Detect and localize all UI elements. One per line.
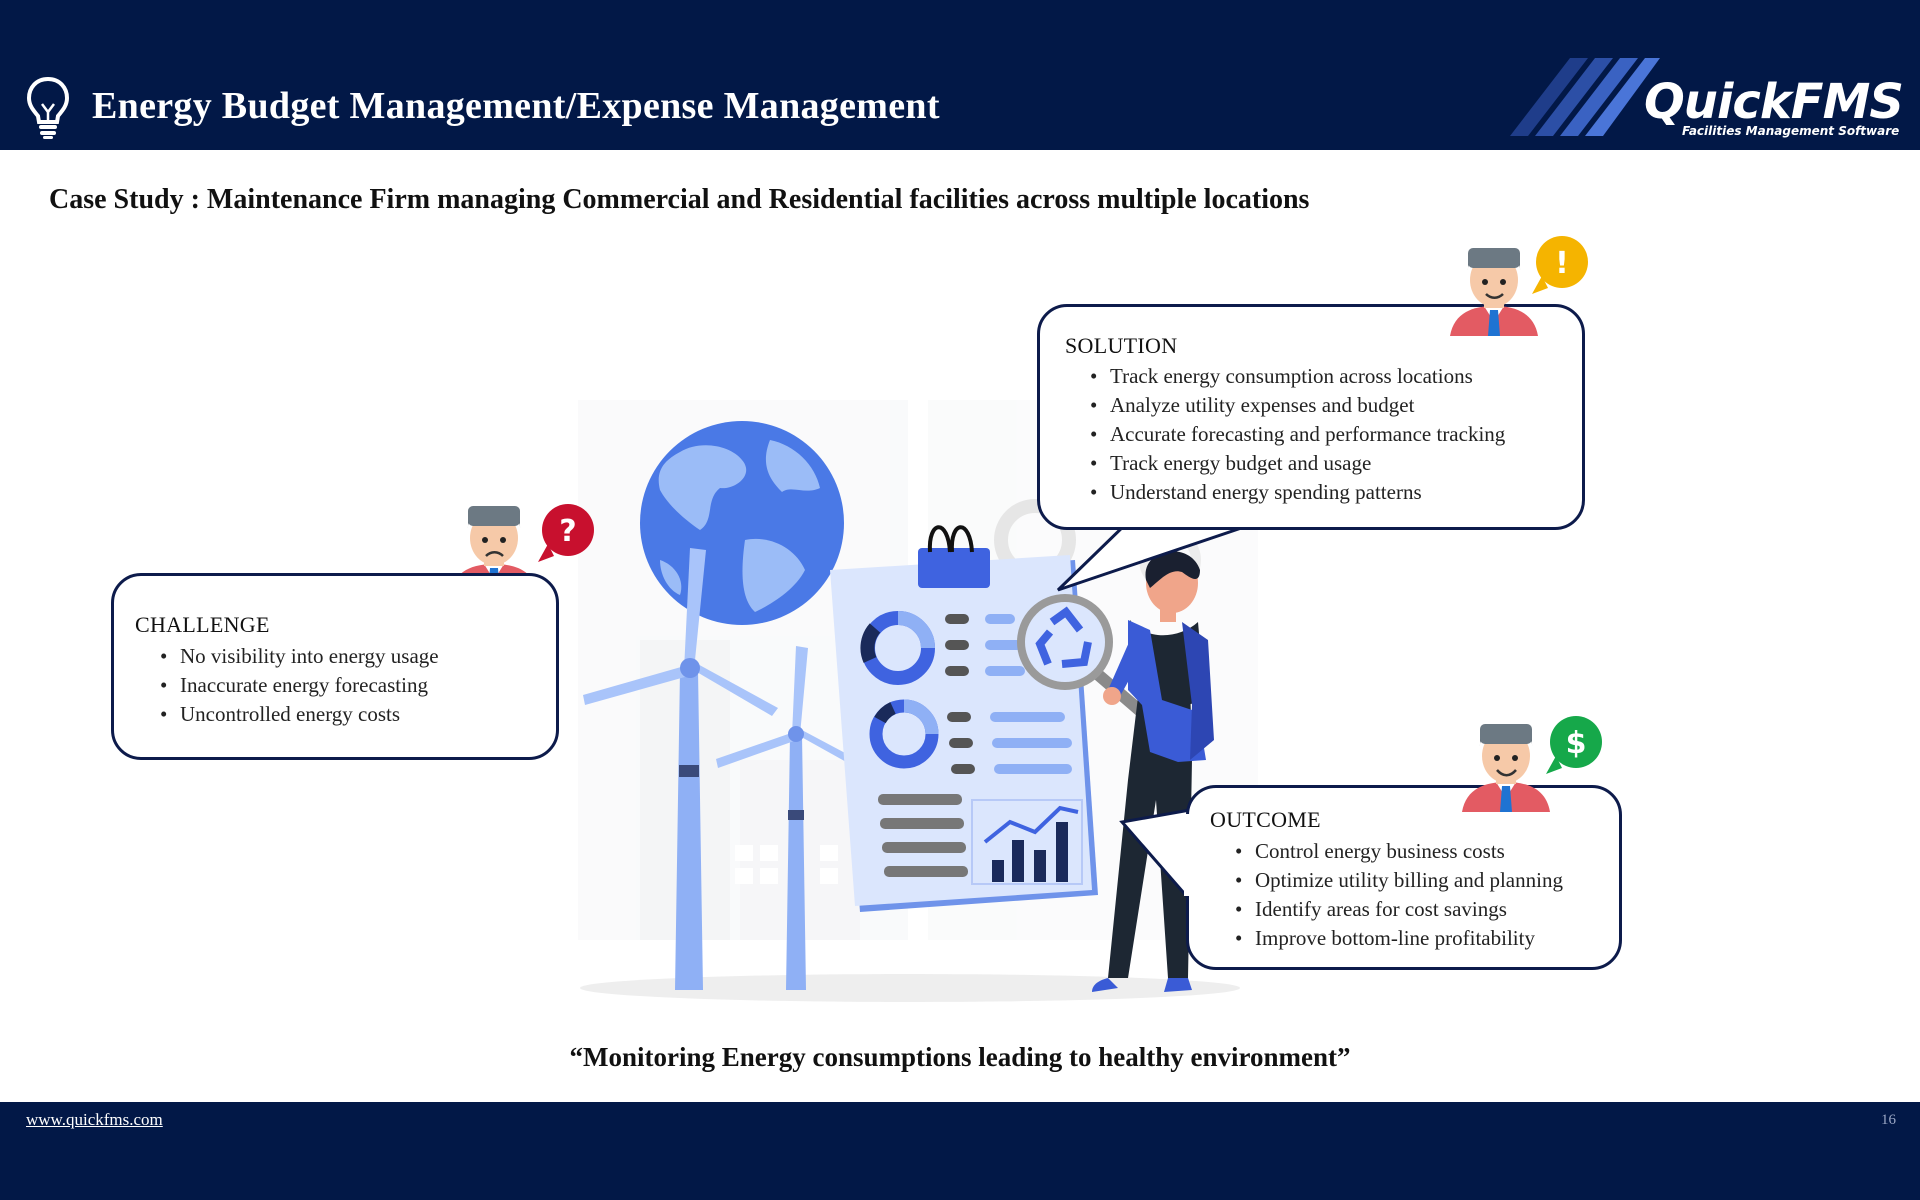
svg-text:!: !: [1555, 246, 1569, 281]
svg-text:?: ?: [559, 514, 576, 549]
closing-quote: “Monitoring Energy consumptions leading …: [569, 1042, 1351, 1072]
challenge-list: No visibility into energy usage Inaccura…: [160, 642, 439, 729]
header-bar: Energy Budget Management/Expense Managem…: [0, 0, 1920, 150]
wind-turbine-small-icon: [716, 646, 862, 990]
list-item: Track energy consumption across location…: [1090, 362, 1505, 391]
list-item: Control energy business costs: [1235, 837, 1563, 866]
logo-tagline: Facilities Management Software: [1682, 124, 1900, 138]
list-item: Accurate forecasting and performance tra…: [1090, 420, 1505, 449]
outcome-heading: OUTCOME: [1210, 807, 1321, 832]
list-item: Track energy budget and usage: [1090, 449, 1505, 478]
list-item: Inaccurate energy forecasting: [160, 671, 439, 700]
solution-heading: SOLUTION: [1065, 333, 1178, 358]
case-study-heading: Case Study : Maintenance Firm managing C…: [49, 184, 1310, 215]
solution-list: Track energy consumption across location…: [1090, 362, 1505, 507]
challenge-bubble: CHALLENGE No visibility into energy usag…: [111, 573, 559, 760]
list-item: Uncontrolled energy costs: [160, 700, 439, 729]
outcome-bubble: OUTCOME Control energy business costs Op…: [1186, 785, 1622, 970]
page-number: 16: [1881, 1112, 1896, 1128]
thinking-avatar-icon: [1450, 248, 1538, 336]
page-title: Energy Budget Management/Expense Managem…: [92, 85, 940, 127]
logo-stripes-icon: [1510, 58, 1660, 136]
footer-bar: www.quickfms.com 16: [0, 1102, 1920, 1200]
list-item: Improve bottom-line profitability: [1235, 924, 1563, 953]
svg-text:$: $: [1566, 726, 1587, 761]
magnifier-recycle-icon: [1017, 594, 1166, 734]
happy-avatar-icon: [1462, 724, 1550, 812]
challenge-heading: CHALLENGE: [135, 612, 270, 637]
dollar-badge-icon: $: [1546, 716, 1602, 774]
quickfms-logo: QuickFMS: [1644, 74, 1904, 130]
list-item: Optimize utility billing and planning: [1235, 866, 1563, 895]
wind-turbine-large-icon: [583, 548, 778, 990]
clipboard-report-icon: [830, 525, 1098, 912]
question-badge-icon: ?: [538, 504, 594, 562]
list-item: Analyze utility expenses and budget: [1090, 391, 1505, 420]
list-item: Understand energy spending patterns: [1090, 478, 1505, 507]
outcome-list: Control energy business costs Optimize u…: [1235, 837, 1563, 953]
website-link[interactable]: www.quickfms.com: [26, 1110, 163, 1129]
globe-icon: [640, 421, 844, 625]
lightbulb-icon: [26, 76, 70, 139]
solution-bubble: SOLUTION Track energy consumption across…: [1037, 304, 1585, 530]
list-item: Identify areas for cost savings: [1235, 895, 1563, 924]
list-item: No visibility into energy usage: [160, 642, 439, 671]
exclamation-badge-icon: !: [1532, 236, 1588, 294]
